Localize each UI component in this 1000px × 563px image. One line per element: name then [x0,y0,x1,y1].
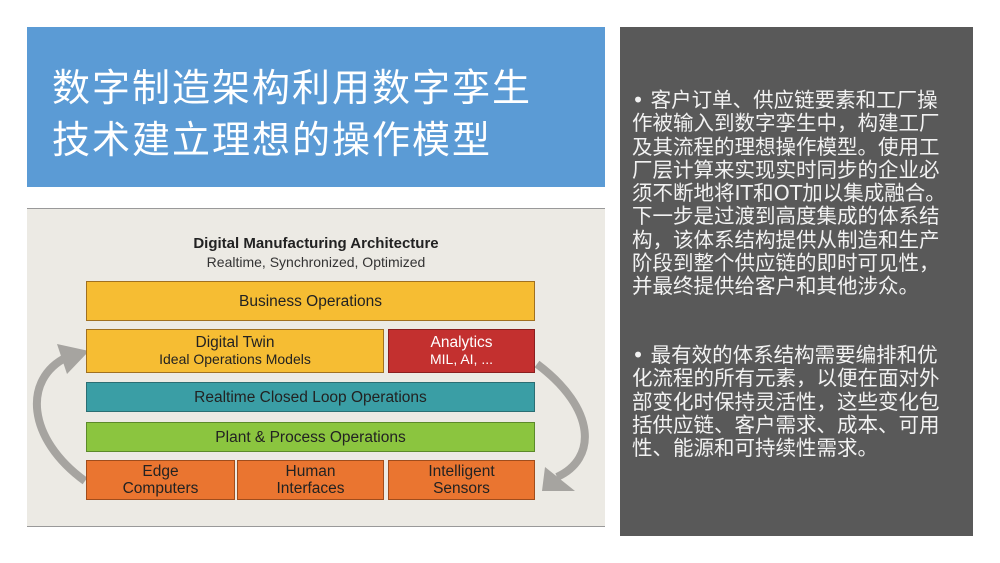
text-line: 须不断地将IT和OT加以集成融合。 [632,181,946,206]
slide-title-box: 数字制造架构利用数字孪生 技术建立理想的操作模型 [27,27,605,187]
architecture-diagram: Digital Manufacturing Architecture Realt… [27,208,605,527]
edge-label-1: Edge [142,463,179,480]
text-line: 及其流程的理想操作模型。使用工 [632,134,940,159]
text-line: 化流程的所有元素，以便在面对外 [632,366,940,391]
edge-label-2: Computers [122,480,199,497]
text-line: 构，该体系结构提供从制造和生产 [632,227,940,252]
text-line: 并最终提供给客户和其他涉众。 [632,274,919,299]
paragraph-2: • 最有效的体系结构需要编排和优 化流程的所有元素，以便在面对外 部变化时保持灵… [632,343,940,461]
text-line: 作被输入到数字孪生中，构建工厂 [632,111,940,136]
diagram-subtitle: Realtime, Synchronized, Optimized [206,254,426,270]
realtime-block: Realtime Closed Loop Operations [86,382,535,412]
text-line: 下一步是过渡到高度集成的体系结 [632,204,940,229]
human-label-2: Interfaces [276,480,345,497]
text-line: 性、能源和可持续性需求。 [632,436,878,461]
realtime-label: Realtime Closed Loop Operations [194,388,427,406]
paragraph-1: • 客户订单、供应链要素和工厂操 作被输入到数字孪生中，构建工厂 及其流程的理想… [632,88,946,299]
diagram-title: Digital Manufacturing Architecture [193,235,439,252]
sensors-label-1: Intelligent [428,463,495,480]
text-panel: • 客户订单、供应链要素和工厂操 作被输入到数字孪生中，构建工厂 及其流程的理想… [620,27,973,536]
sensors-label-2: Sensors [433,480,490,497]
slide-title-line-2: 技术建立理想的操作模型 [52,118,493,162]
text-line: 阶段到整个供应链的即时可见性， [632,251,940,276]
text-line: 部变化时保持灵活性，这些变化包 [632,389,940,414]
plant-block: Plant & Process Operations [86,422,535,452]
slide-title-line-1: 数字制造架构利用数字孪生 [52,66,533,110]
cycle-arrows-icon [32,344,589,491]
text-line: • 客户订单、供应链要素和工厂操 [632,88,938,112]
twin-label: Digital Twin [195,334,275,351]
twin-sublabel: Ideal Operations Models [159,351,311,367]
plant-label: Plant & Process Operations [215,428,406,446]
human-label-1: Human [285,463,336,480]
business-label: Business Operations [238,292,383,310]
text-line: 厂层计算来实现实时同步的企业必 [632,157,940,182]
text-line: 括供应链、客户需求、成本、可用 [632,412,940,437]
analytics-sublabel: MIL, AI, ... [429,351,494,367]
business-operations-block: Business Operations [86,281,535,321]
text-line: • 最有效的体系结构需要编排和优 [632,343,938,367]
analytics-label: Analytics [430,334,493,351]
